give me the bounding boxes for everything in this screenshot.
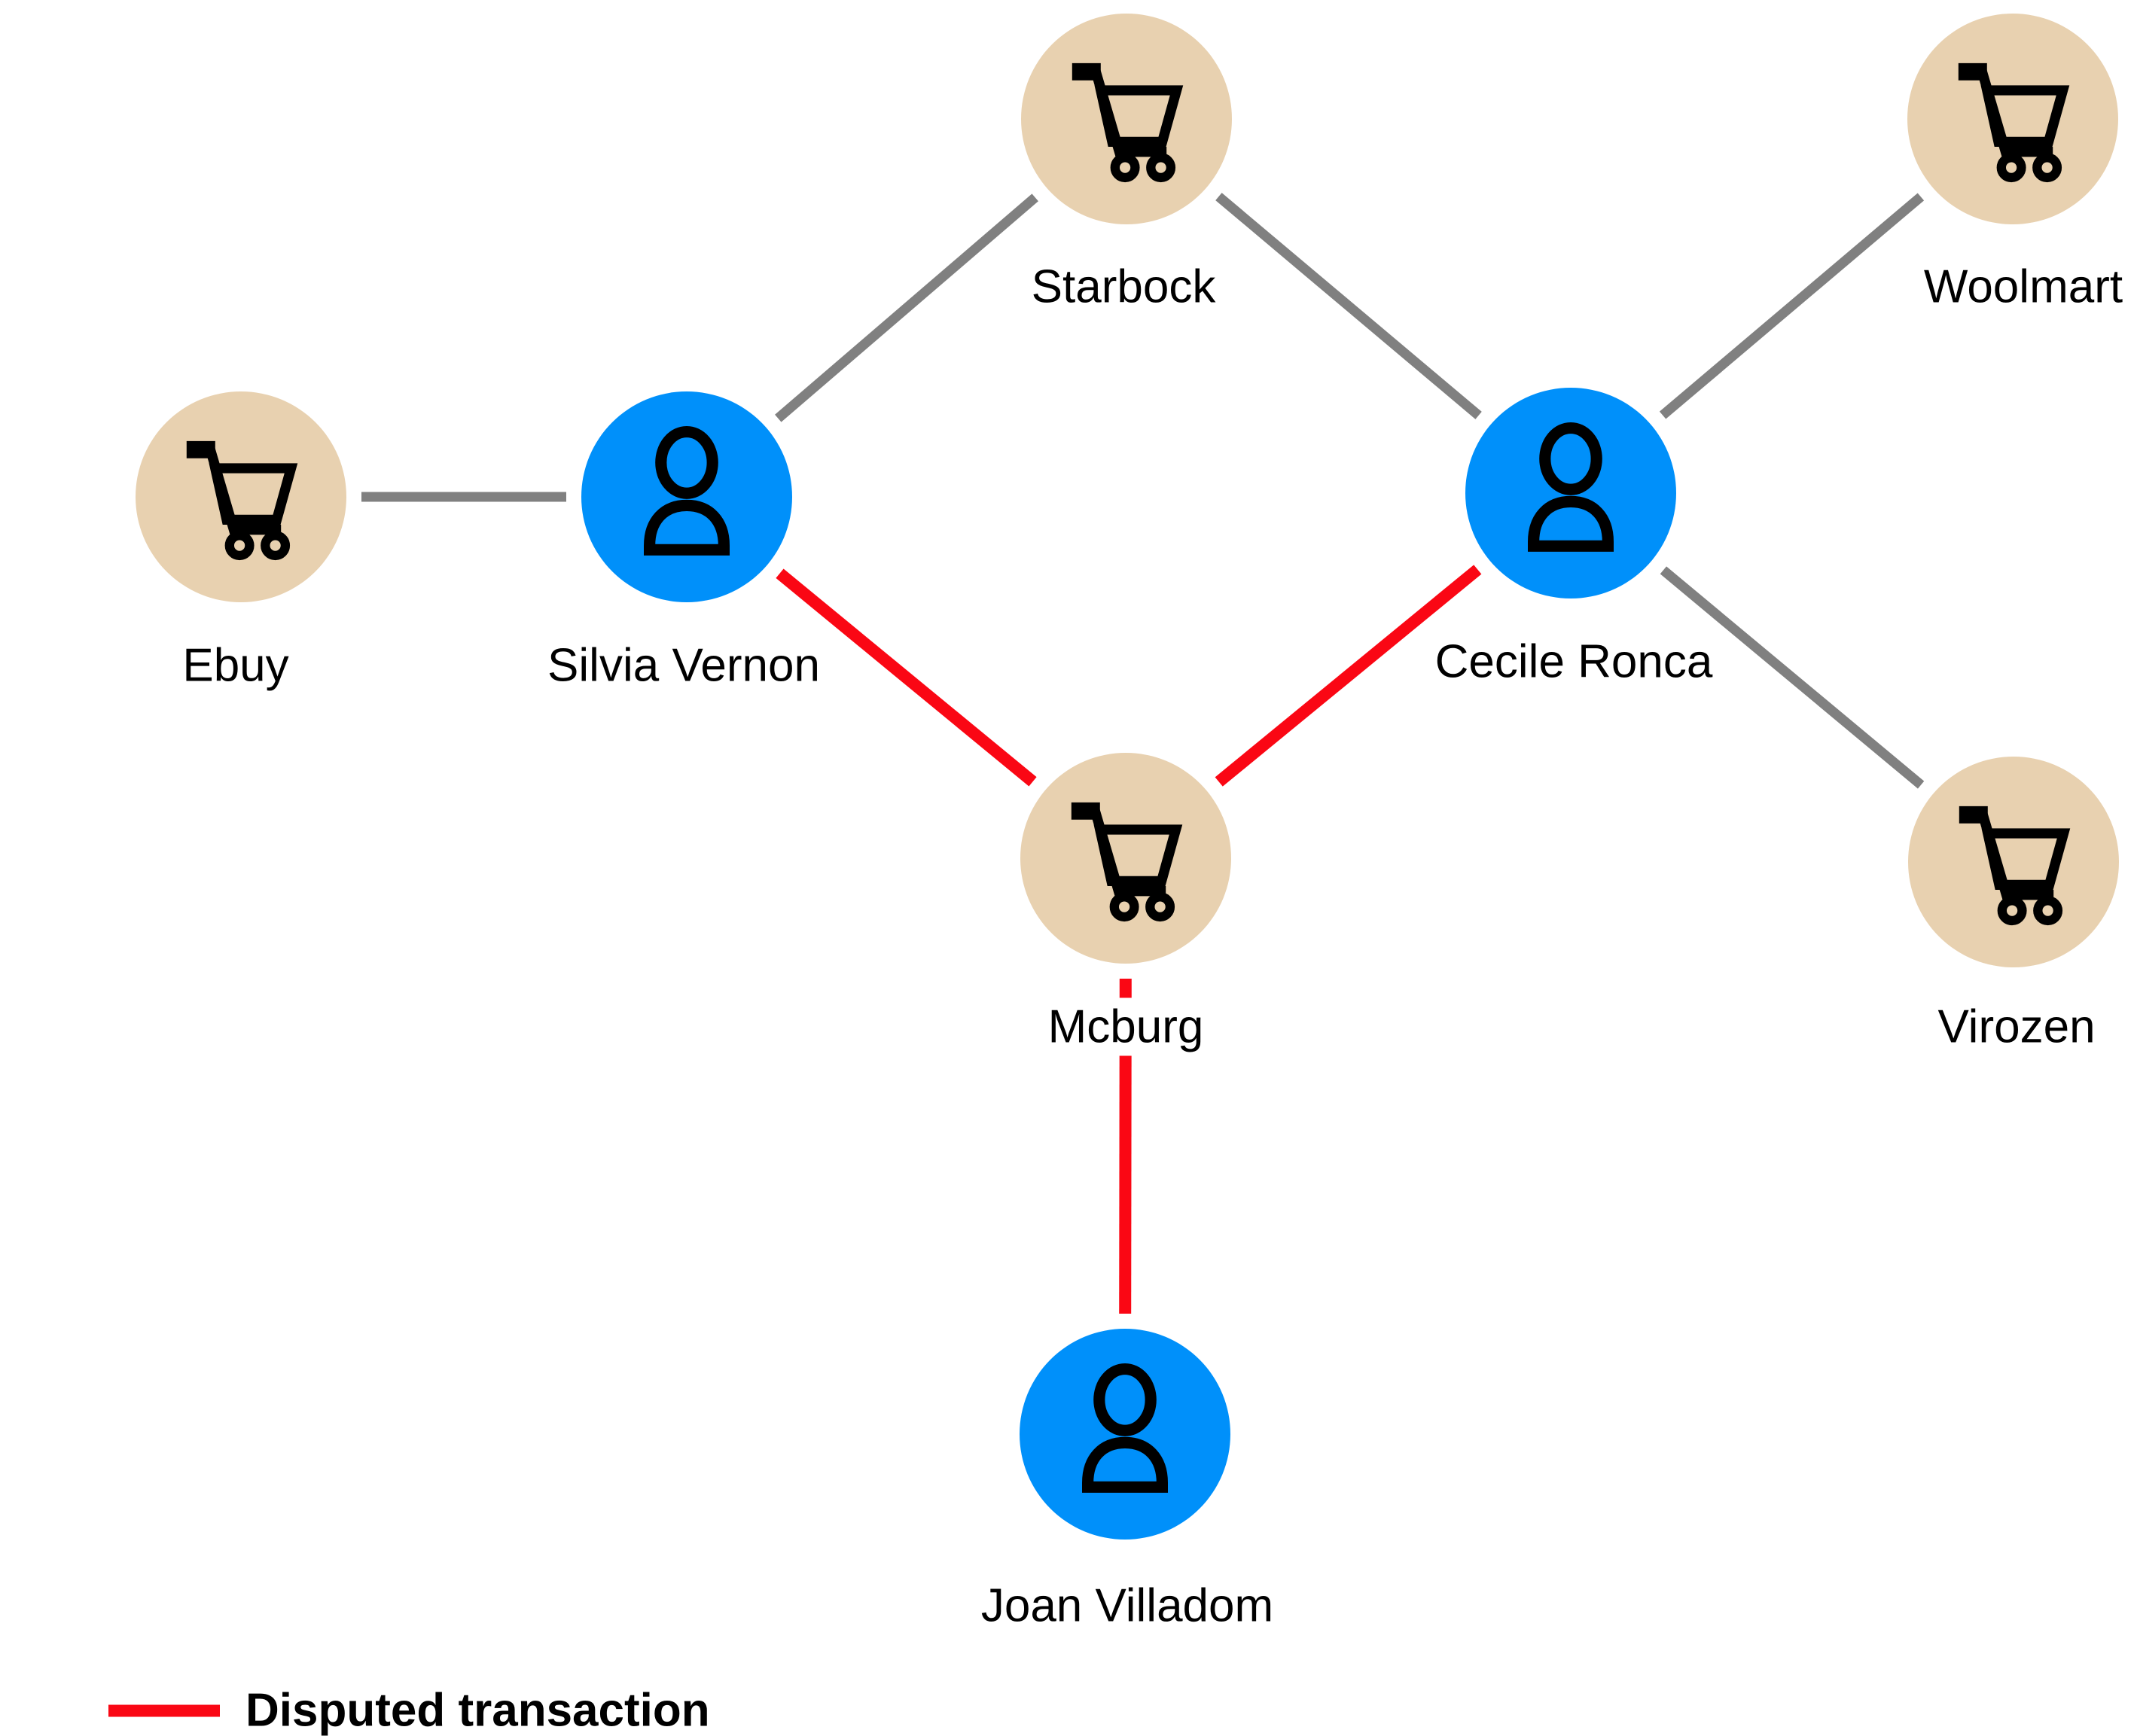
nodes-layer — [136, 14, 2119, 1540]
edge-cecile-ronca-virozen — [1660, 566, 1925, 789]
node-cecile-ronca — [1465, 388, 1676, 598]
edge-starbock-silvia-vernon — [775, 193, 1038, 422]
edge-mcburg-joan-villadom-disputed — [1119, 978, 1132, 1314]
node-starbock — [1021, 14, 1232, 224]
legend: Disputed transaction — [108, 1684, 710, 1736]
edge-silvia-vernon-mcburg-disputed — [776, 568, 1037, 787]
edges-layer — [361, 193, 1925, 1314]
mcburg-circle — [1020, 753, 1231, 964]
edge-woolmart-cecile-ronca — [1659, 193, 1925, 419]
woolmart-circle — [1907, 14, 2118, 224]
starbock-circle — [1021, 14, 1232, 224]
disputed-transaction-legend-swatch — [108, 1704, 220, 1716]
node-ebuy — [136, 391, 346, 602]
node-joan-villadom — [1020, 1329, 1230, 1540]
edge-cecile-ronca-mcburg-disputed — [1215, 565, 1482, 787]
node-woolmart — [1907, 14, 2118, 224]
node-virozen — [1908, 757, 2119, 967]
virozen-circle — [1908, 757, 2119, 967]
node-mcburg — [1020, 753, 1231, 964]
edge-starbock-cecile-ronca — [1215, 193, 1482, 419]
ebuy-circle — [136, 391, 346, 602]
legend-label: Disputed transaction — [245, 1684, 710, 1736]
node-silvia-vernon — [581, 391, 792, 602]
